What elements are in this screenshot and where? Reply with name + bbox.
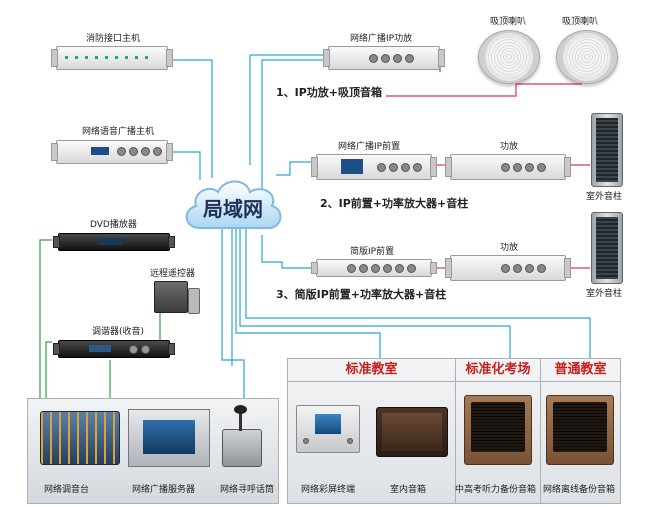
- tuner-device: [53, 340, 175, 358]
- server-label: 网络广播服务器: [132, 485, 196, 495]
- outdoor-column-speaker-1: [591, 113, 623, 187]
- ceiling-speaker-2: [556, 30, 618, 84]
- paging-label: 网络寻呼话筒: [220, 485, 275, 495]
- remote-device: [154, 281, 188, 313]
- room-divider-2: [540, 359, 541, 503]
- amp-2-device: [445, 255, 571, 281]
- dvd-label: DVD播放器: [90, 220, 137, 230]
- room-header-rule: [288, 381, 620, 382]
- ordinary-classroom-title: 普通教室: [554, 362, 607, 377]
- ceiling-speaker-1: [478, 30, 540, 84]
- ceiling-speaker-label-2: 吸顶喇叭: [562, 17, 599, 27]
- config-2-label: 2、IP前置+功率放大器+音柱: [320, 197, 469, 210]
- ip-amp-label: 网络广播IP功放: [350, 34, 413, 44]
- paging-mic-head: [234, 405, 247, 414]
- mixer-label: 网络调音台: [44, 485, 90, 495]
- ip-pre-device: [311, 154, 437, 180]
- room-divider-1: [455, 359, 456, 503]
- lan-label: 局域网: [203, 197, 263, 221]
- dvd-device: [53, 233, 175, 251]
- ip-amp-device: [323, 46, 445, 70]
- simple-pre-label: 简版IP前置: [350, 247, 395, 257]
- simple-pre-device: [311, 259, 437, 277]
- indoor-speaker-device: [376, 407, 448, 457]
- fire-host-label: 消防接口主机: [86, 34, 141, 44]
- tuner-label: 调谐器(收音): [92, 327, 145, 337]
- lan-cloud-icon: [185, 180, 282, 230]
- color-terminal-label: 网络彩屏终端: [301, 485, 356, 495]
- fire-host-device: [51, 46, 173, 70]
- offline-speaker-label: 网络离线备份音箱: [543, 485, 616, 495]
- outdoor-column-speaker-2: [591, 212, 623, 284]
- voice-host-device: [51, 140, 173, 164]
- indoor-speaker-label: 室内音箱: [390, 485, 427, 495]
- remote-label: 远程遥控器: [150, 269, 196, 279]
- outdoor-speaker-label-1: 室外音柱: [586, 192, 623, 202]
- classrooms-panel: 标准教室 标准化考场 普通教室: [287, 358, 621, 504]
- color-terminal-device: [296, 405, 360, 453]
- control-room-panel: [27, 398, 279, 504]
- offline-speaker-device: [546, 395, 614, 465]
- standard-classroom-title: 标准教室: [345, 362, 398, 377]
- ceiling-speaker-label-1: 吸顶喇叭: [490, 17, 527, 27]
- config-1-label: 1、IP功放+吸顶音箱: [276, 86, 383, 99]
- exam-speaker-device: [464, 395, 532, 465]
- voice-host-label: 网络语音广播主机: [82, 127, 155, 137]
- exam-room-title: 标准化考场: [465, 362, 531, 377]
- amp-2-label: 功放: [500, 243, 519, 253]
- exam-speaker-label: 中高考听力备份音箱: [455, 485, 537, 495]
- config-3-label: 3、简版IP前置+功率放大器+音柱: [276, 288, 447, 301]
- amp-1-device: [445, 154, 571, 180]
- paging-mic-stem: [239, 411, 242, 431]
- ip-pre-label: 网络广播IP前置: [338, 142, 401, 152]
- outdoor-speaker-label-2: 室外音柱: [586, 289, 623, 299]
- mixer-device: [40, 411, 120, 465]
- server-device: [128, 409, 210, 467]
- paging-mic-device: [222, 429, 262, 467]
- amp-1-label: 功放: [500, 142, 519, 152]
- remote-handset: [188, 288, 200, 314]
